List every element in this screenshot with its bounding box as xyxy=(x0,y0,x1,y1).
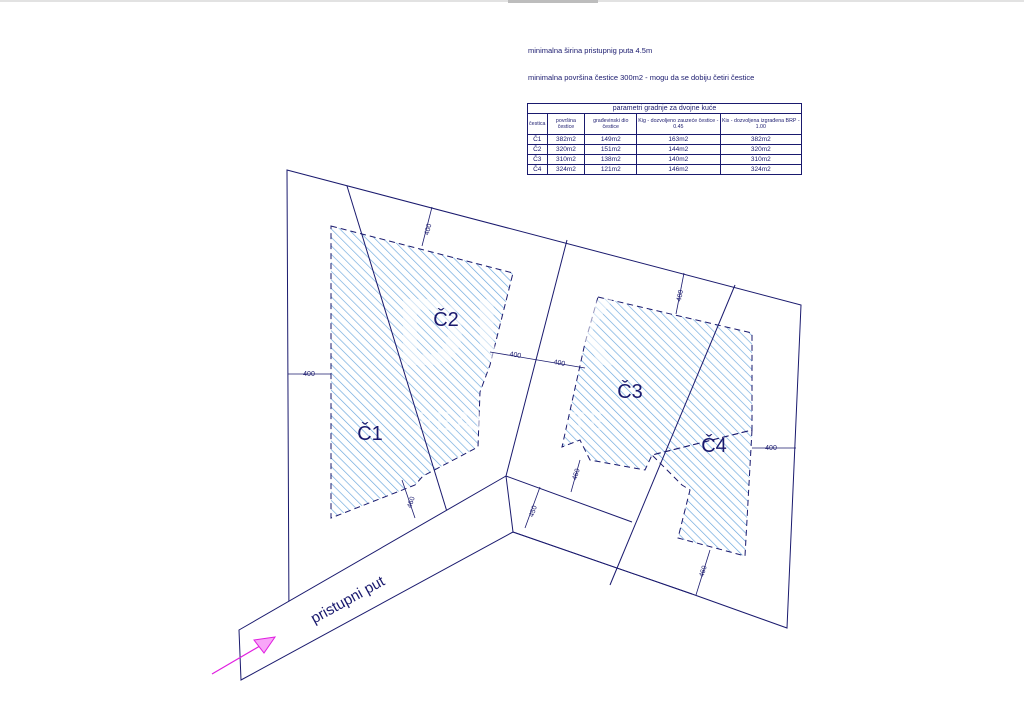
dim-line-top-c4 xyxy=(675,272,685,315)
table-row: Č3 310m2 138m2 140m2 310m2 xyxy=(527,154,803,165)
buildable-area-c1-c2 xyxy=(330,225,514,519)
road-edge-upper xyxy=(505,475,633,523)
access-road xyxy=(238,475,514,681)
note-min-parcel-area: minimalna površina čestice 300m2 - mogu … xyxy=(528,73,755,82)
dim-label-left: 400 xyxy=(303,371,315,378)
dimension-lines xyxy=(288,206,796,596)
table-cell: 324m2 xyxy=(719,164,803,175)
dim-label-top-c2: 400 xyxy=(424,223,434,236)
table-row: Č4 324m2 121m2 146m2 324m2 xyxy=(527,164,803,175)
table-row: Č2 320m2 151m2 144m2 320m2 xyxy=(527,144,803,155)
dim-line-road-width xyxy=(524,486,541,529)
dim-line-top-c2 xyxy=(421,206,433,247)
dimension-labels: 400 400 400 400 400 400 460 460 450 460 xyxy=(303,223,777,578)
table-cell: 324m2 xyxy=(546,164,586,175)
parcel-label-c3: Č3 xyxy=(617,380,643,403)
parcel-label-c2: Č2 xyxy=(433,308,459,331)
scroll-indicator xyxy=(508,0,598,3)
header-cell: površina čestice xyxy=(546,113,586,135)
parcel-label-c1: Č1 xyxy=(357,422,383,445)
dim-label-right: 400 xyxy=(765,445,777,452)
divider-c1-c2 xyxy=(346,185,449,516)
dim-label-c3-bottom: 460 xyxy=(571,468,581,481)
dim-line-c4-bottom xyxy=(695,549,711,596)
watermark-tagline: REAL ESTATE xyxy=(415,406,608,436)
dim-line-c3-bottom xyxy=(570,459,581,493)
buildable-area-c3 xyxy=(561,296,753,471)
parameters-table: parametri gradnje za dvojne kuće čestica… xyxy=(527,103,803,175)
dim-label-c4-bottom: 460 xyxy=(698,565,708,578)
dim-label-mid-b: 400 xyxy=(553,359,566,368)
entry-arrow-line xyxy=(211,642,266,675)
dim-label-mid-a: 400 xyxy=(509,351,522,360)
divider-c2-c3-upper xyxy=(505,239,568,477)
note-min-road-width: minimalna širina pristupnig puta 4.5m xyxy=(528,46,653,55)
dim-label-road-width: 450 xyxy=(528,505,539,518)
parcel-label-c4: Č4 xyxy=(701,434,727,457)
buildable-area-c4 xyxy=(651,429,753,557)
dim-line-mid xyxy=(489,351,586,369)
road-edge-lower xyxy=(512,531,693,595)
divider-c3-c4 xyxy=(609,284,736,586)
dim-line-c1-bottom xyxy=(401,479,416,519)
watermark-brand: DUX xyxy=(397,279,624,386)
entry-arrow-head xyxy=(253,636,277,654)
dim-label-c1-bottom: 460 xyxy=(406,496,416,509)
header-cell: Kis - dozvoljena izgrađena BRP - 1.00 xyxy=(719,113,803,135)
dim-label-top-c4: 400 xyxy=(676,289,685,302)
